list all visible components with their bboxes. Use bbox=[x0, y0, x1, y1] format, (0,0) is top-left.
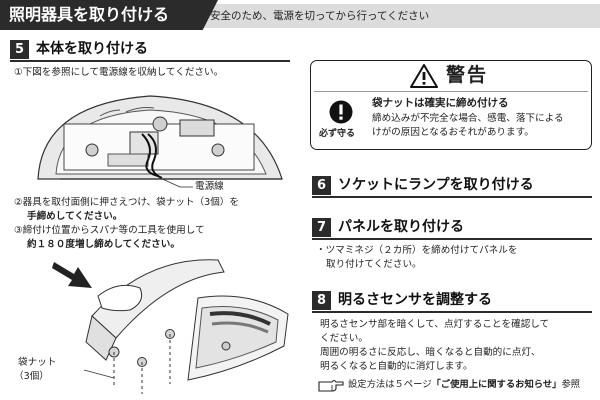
step-5-instruction-3-line-2: 約１８０度増し締めしてください。 bbox=[27, 239, 180, 250]
step-5-number: 5 bbox=[10, 40, 29, 59]
step-8-body-line-3: 周囲の明るさに反応し、暗くなると自動的に点灯、 bbox=[320, 347, 541, 358]
step-8-body-line-4: 明るくなると自動的に消灯します。 bbox=[320, 361, 473, 372]
step-8-body-line-2: ください。 bbox=[320, 333, 368, 344]
reference-prefix: 設定方法は５ページ bbox=[348, 379, 432, 390]
mounting-illustration bbox=[83, 259, 289, 394]
step-8-number: 8 bbox=[312, 291, 331, 310]
reference-note: 設定方法は５ページ「ご使用上に関するお知らせ」参照 bbox=[348, 378, 580, 392]
reference-suffix: 参照 bbox=[561, 379, 581, 390]
step-5-title: 本体を取り付ける bbox=[36, 41, 148, 57]
step-7-title: パネルを取り付ける bbox=[338, 219, 464, 235]
nut-label-line-2: （3個） bbox=[14, 371, 49, 382]
step-5-rule bbox=[10, 60, 290, 62]
step-7-rule bbox=[312, 238, 592, 240]
step-5-instruction-1: ①下図を参照にして電源線を収納してください。 bbox=[14, 67, 224, 78]
step-8-rule bbox=[312, 311, 592, 313]
reference-link: 「ご使用上に関するお知らせ」 bbox=[431, 379, 562, 390]
warning-box bbox=[310, 60, 592, 150]
step-7-number: 7 bbox=[312, 218, 331, 237]
exclamation-circle-icon bbox=[329, 100, 353, 124]
warning-body-line-1: 締め込みが不完全な場合、感電、落下による bbox=[372, 113, 564, 124]
warning-body-line-2: けがの原因となるおそれがあります。 bbox=[372, 127, 534, 138]
safety-note: 安全のため、電源を切ってから行ってください bbox=[210, 10, 430, 22]
pointing-hand-icon bbox=[318, 379, 344, 392]
step-7-body-line-2: 取り付けてください。 bbox=[326, 259, 422, 270]
push-arrow-icon bbox=[52, 262, 92, 288]
nut-label-line-1: 袋ナット bbox=[18, 357, 57, 368]
header-note-band bbox=[190, 4, 600, 28]
warning-divider bbox=[314, 91, 588, 92]
warning-title: 警告 bbox=[446, 64, 489, 86]
step-8-title: 明るさセンサを調整する bbox=[338, 292, 492, 308]
must-observe-label: 必ず守る bbox=[319, 129, 356, 139]
fixture-wiring-illustration bbox=[37, 95, 283, 188]
power-cable-label: 電源線 bbox=[195, 181, 224, 192]
step-5-instruction-2-line-2: 手締めしてください。 bbox=[27, 211, 123, 222]
step-6-title: ソケットにランプを取り付ける bbox=[338, 177, 534, 193]
step-5-instruction-3-line-1: ③締付け位置からスパナ等の工具を使用して bbox=[14, 225, 205, 236]
step-6-number: 6 bbox=[312, 176, 331, 195]
warning-triangle-icon bbox=[410, 64, 438, 88]
step-7-body-line-1: ・ツマミネジ（２カ所）を締め付けてパネルを bbox=[316, 245, 518, 256]
step-5-instruction-2-line-1: ②器具を取付面側に押さえつけ、袋ナット（3個）を bbox=[14, 197, 239, 208]
section-title: 照明器具を取り付ける bbox=[0, 0, 218, 30]
step-8-body-line-1: 明るさセンサ部を暗くして、点灯することを確認して bbox=[320, 319, 550, 330]
step-6-rule bbox=[312, 196, 592, 198]
warning-heading: 袋ナットは確実に締め付ける bbox=[372, 97, 509, 109]
